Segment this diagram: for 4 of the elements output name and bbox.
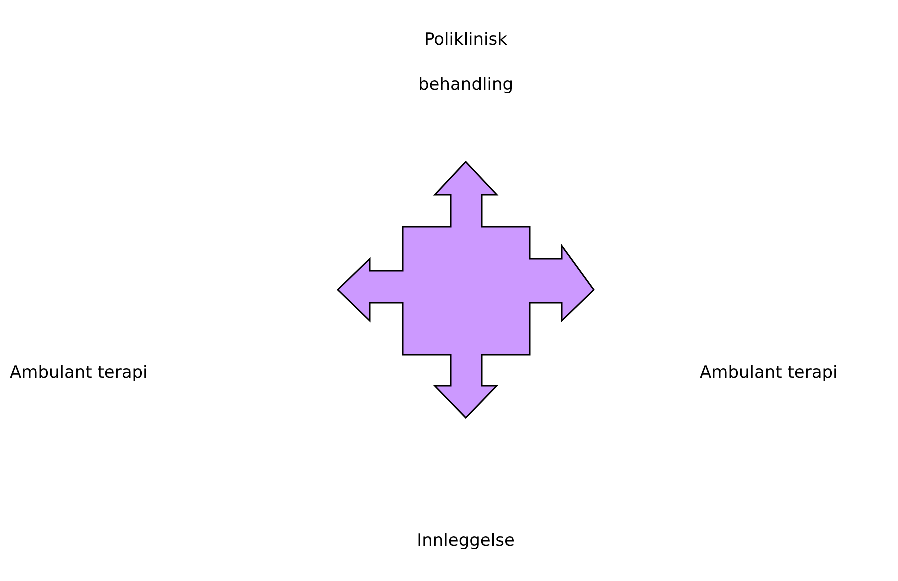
label-text: Ambulant terapi (700, 363, 838, 383)
label-text: Innleggelse (417, 531, 515, 551)
label-text: Poliklinisk behandling (418, 30, 514, 95)
label-text: Ambulant terapi (10, 363, 148, 383)
